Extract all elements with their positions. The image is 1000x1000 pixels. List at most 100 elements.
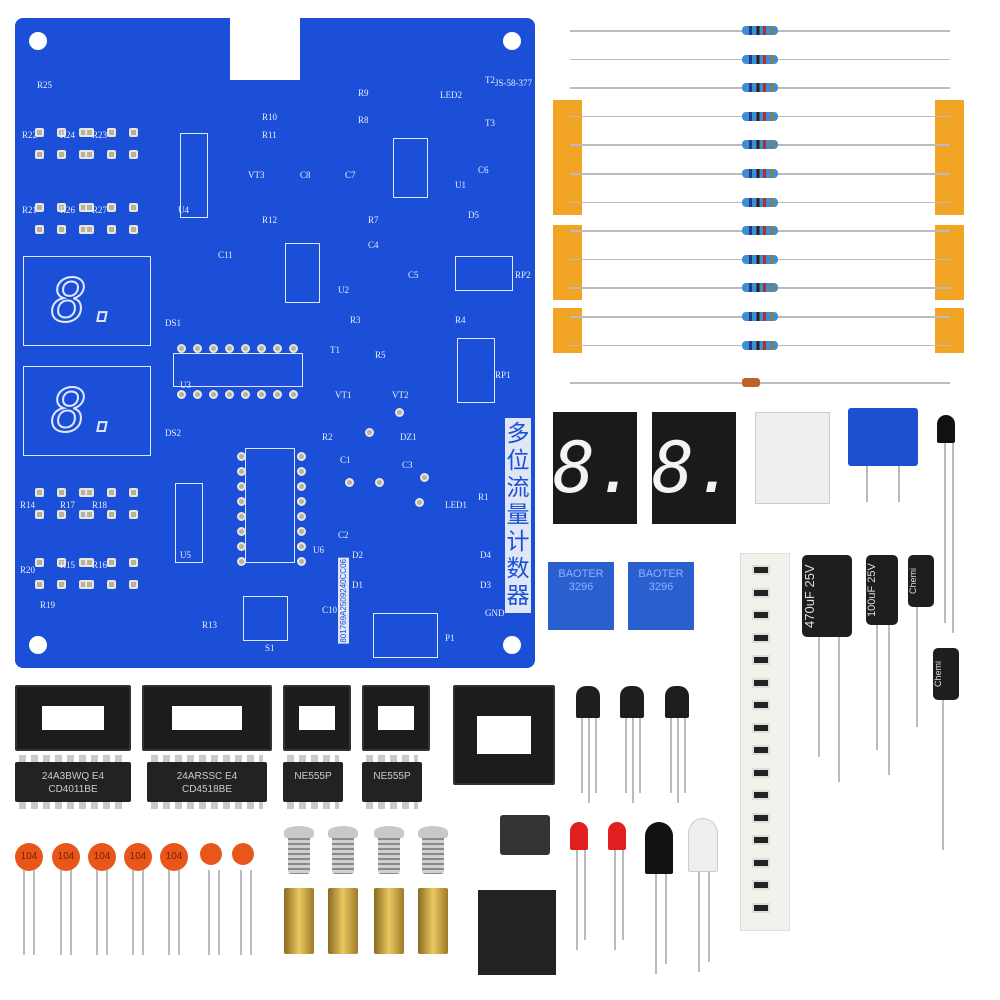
silk-label: VT2 [392,390,409,400]
lead [632,718,634,803]
silk-label: VT3 [248,170,265,180]
ic-pad [297,557,306,566]
smd-resistor [752,835,770,845]
smd-pad [129,488,138,497]
diode-lead [570,382,950,384]
ic-pad [297,542,306,551]
ceramic-capacitor [232,843,254,865]
silk-label: D5 [468,210,479,220]
smd-pad [107,510,116,519]
pad [375,478,384,487]
ic-socket-16 [142,685,272,751]
ic-pad [297,482,306,491]
ic-pad [177,390,186,399]
resistor [742,54,778,64]
silk-label: U1 [455,180,466,190]
smd-pad [107,128,116,137]
mount-hole [503,636,521,654]
trimmer-potentiometer: BAOTER 3296 [548,562,614,630]
ic-socket-8 [283,685,351,751]
smd-pad [107,150,116,159]
silk-label: R4 [455,315,466,325]
silk-label: R19 [40,600,56,610]
silk-label: C4 [368,240,379,250]
lead [581,718,583,793]
ic-pad [289,344,298,353]
tilt-switch-bracket [478,890,556,975]
ic-pad [237,467,246,476]
display-footprint-ds1: 8. [23,256,151,346]
smd-pad [35,580,44,589]
smd-pad [57,580,66,589]
transistor [620,686,644,718]
ic-footprint-u1 [393,138,428,198]
smd-pad [85,150,94,159]
ceramic-capacitor: 104 [124,843,152,871]
lead [952,443,954,633]
silk-label: RP2 [515,270,531,280]
smd-resistor-tape [740,553,790,931]
pcb-board: 8. 8. R25 DS1 DS2 GND JS-58-377 P1 S1 多位… [15,18,535,668]
ic-pad [241,344,250,353]
silk-label: R1 [478,492,489,502]
transistor [576,686,600,718]
lead [33,870,35,955]
brass-standoff [374,888,404,954]
silk-label: U4 [178,205,189,215]
silk-label: C11 [218,250,233,260]
ic-pad [237,452,246,461]
silk-label: GND [485,608,505,618]
terminal-block [848,408,918,466]
ic-pad [237,557,246,566]
silk-label: C2 [338,530,349,540]
silk-label: R23 [92,130,108,140]
ic-pad [209,390,218,399]
silk-label: R17 [60,500,76,510]
smd-resistor [752,565,770,575]
ic-pad [297,452,306,461]
smd-resistor [752,610,770,620]
lead [70,870,72,955]
silk-label: R16 [92,560,108,570]
silk-label: R11 [262,130,277,140]
resistor [742,83,778,93]
brass-standoff [328,888,358,954]
ic-pad [289,390,298,399]
silk-label: U3 [180,380,191,390]
ic-footprint-u2 [285,243,320,303]
silk-label: C8 [300,170,311,180]
lead [677,718,679,803]
silk-label: C6 [478,165,489,175]
smd-pad [57,558,66,567]
lead [655,874,657,974]
lead [876,625,878,750]
ceramic-capacitor: 104 [15,843,43,871]
lead [665,874,667,964]
ic-ne555: NE555P [362,755,422,809]
lead [96,870,98,955]
lead [898,466,900,502]
smd-resistor [752,767,770,778]
lead [639,718,641,793]
electrolytic-capacitor-100uf: 100uF 25V [866,555,898,625]
ic-pad [225,390,234,399]
transistor [665,686,689,718]
pcb-serial: 801769A2509240CC06 [338,558,349,644]
ic-footprint-u4 [180,133,208,218]
pad [420,473,429,482]
seven-segment-display: 8. [553,412,637,524]
silk-label: S1 [265,643,275,653]
screw [418,826,448,874]
smd-pad [85,558,94,567]
silk-label: R21 [22,205,38,215]
silk-label: R18 [92,500,108,510]
push-button [500,815,550,855]
silk-label: R14 [20,500,36,510]
ceramic-capacitor: 104 [160,843,188,871]
lead [942,700,944,850]
lead [106,870,108,955]
lead [838,637,840,782]
screw [284,826,314,874]
lead [60,870,62,955]
pcb-title: 多位流量计数器 [505,418,531,613]
